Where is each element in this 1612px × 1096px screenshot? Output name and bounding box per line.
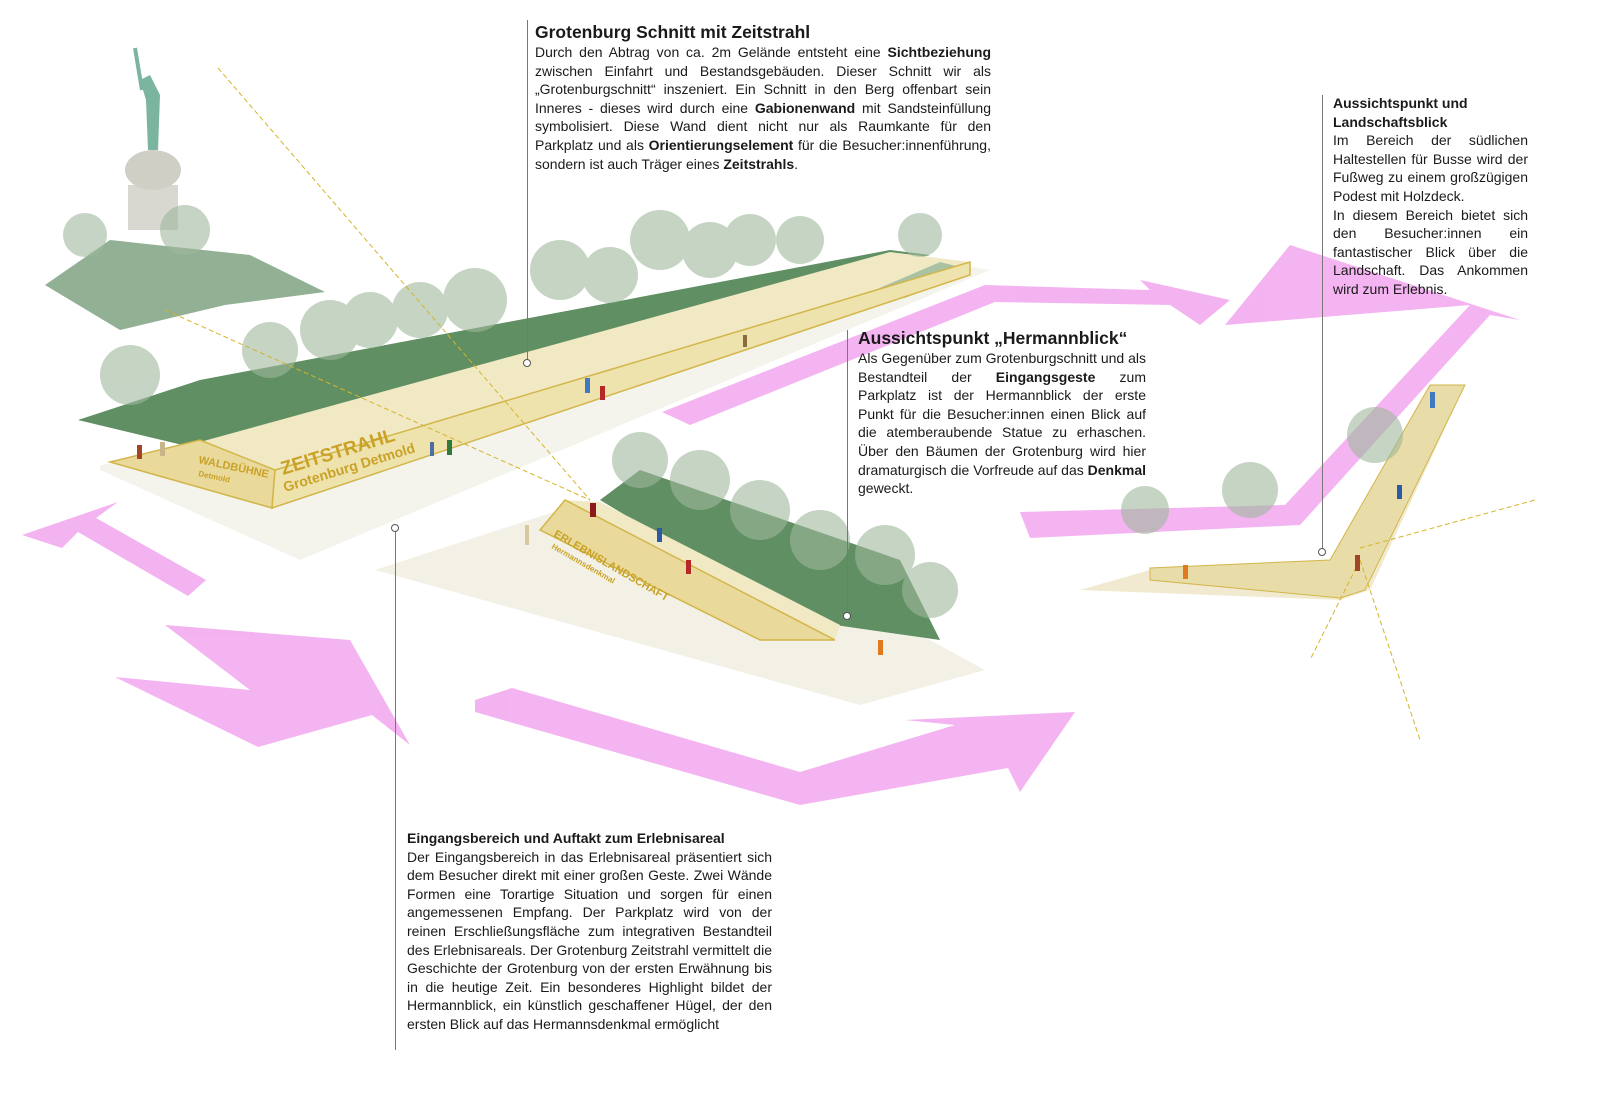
emphasis-text: Eingangsgeste xyxy=(995,368,1096,385)
leader-dot-hermannblick xyxy=(843,612,851,620)
text-block-eingangsbereich: Eingangsbereich und Auftakt zum Erlebnis… xyxy=(407,829,772,1034)
block-body: Als Gegenüber zum Grotenburgschnitt und … xyxy=(858,349,1146,498)
arrow-bottom-left xyxy=(115,625,410,747)
arrow-left xyxy=(22,502,206,596)
leader-line-landschaftsblick xyxy=(1322,95,1323,550)
text-block-hermannblick: Aussichtspunkt „Hermannblick“ Als Gegenü… xyxy=(858,328,1146,498)
body-text: Als Gegenüber zum Grotenburgschnitt und … xyxy=(858,350,1146,385)
block-title: Grotenburg Schnitt mit Zeitstrahl xyxy=(535,22,811,42)
block-body-2: In diesem Bereich bietet sich den Besuch… xyxy=(1333,206,1528,299)
emphasis-text: Denkmal xyxy=(1087,461,1146,478)
body-text: Durch den Abtrag von ca. 2m Gelände ents… xyxy=(535,44,888,60)
block-body: Der Eingangsbereich in das Erlebnisareal… xyxy=(407,848,772,1034)
body-text: In diesem Bereich bietet sich den Besuch… xyxy=(1333,206,1528,297)
block-title: Aussichtspunkt und Landschaftsblick xyxy=(1333,95,1468,130)
arrow-middle xyxy=(662,280,1230,425)
block-title: Aussichtspunkt „Hermannblick“ xyxy=(858,328,1128,348)
hermannblick-forest xyxy=(600,470,940,640)
leader-dot-eingangsbereich xyxy=(391,524,399,532)
block-body: Durch den Abtrag von ca. 2m Gelände ents… xyxy=(535,43,991,173)
arrow-bottom xyxy=(475,688,1075,805)
sight-lines xyxy=(164,67,1536,741)
people xyxy=(137,335,1435,655)
zeitstrahl-wall xyxy=(271,260,971,510)
body-text: . xyxy=(794,155,799,172)
leader-line-eingangsbereich xyxy=(395,528,396,1050)
emphasis-text: Gabionenwand xyxy=(754,99,856,116)
text-block-landschaftsblick: Aussichtspunkt und Landschaftsblick Im B… xyxy=(1333,94,1528,299)
emphasis-text: Orientierungselement xyxy=(648,136,794,153)
forest-plane xyxy=(78,250,930,448)
body-text: für die Besucher:innenführung, sondern i… xyxy=(535,136,991,172)
arrow-right xyxy=(1020,245,1520,538)
body-text: Im Bereich der südlichen Haltestellen fü… xyxy=(1333,132,1528,204)
block-body: Im Bereich der südlichen Haltestellen fü… xyxy=(1333,131,1528,205)
body-text: Der Eingangsbereich in das Erlebnisareal… xyxy=(407,848,772,1032)
circulation-arrows xyxy=(22,245,1520,805)
block-title: Eingangsbereich und Auftakt zum Erlebnis… xyxy=(407,830,725,846)
emphasis-text: Zeitstrahls xyxy=(723,155,795,172)
walkway xyxy=(200,252,970,470)
text-block-grotenburg: Grotenburg Schnitt mit Zeitstrahl Durch … xyxy=(535,22,991,173)
body-text: geweckt. xyxy=(858,480,914,497)
leader-dot-landschaftsblick xyxy=(1318,548,1326,556)
hill-plane xyxy=(45,240,325,330)
leader-line-grotenburg xyxy=(527,20,528,362)
body-text: zum Parkplatz ist der Hermannblick der e… xyxy=(858,368,1146,478)
body-text: zwischen Einfahrt und Bestandsgebäuden. … xyxy=(535,62,991,116)
leader-line-hermannblick xyxy=(847,330,848,615)
ground-plane xyxy=(375,510,985,705)
leader-dot-grotenburg xyxy=(523,359,531,367)
hermannsdenkmal-statue xyxy=(125,47,181,230)
body-text: mit Sandsteinfüllung symbolisiert. Diese… xyxy=(535,99,991,153)
emphasis-text: Sichtbeziehung xyxy=(887,44,991,60)
trees xyxy=(63,205,1403,618)
podest-walkway xyxy=(1149,384,1466,599)
